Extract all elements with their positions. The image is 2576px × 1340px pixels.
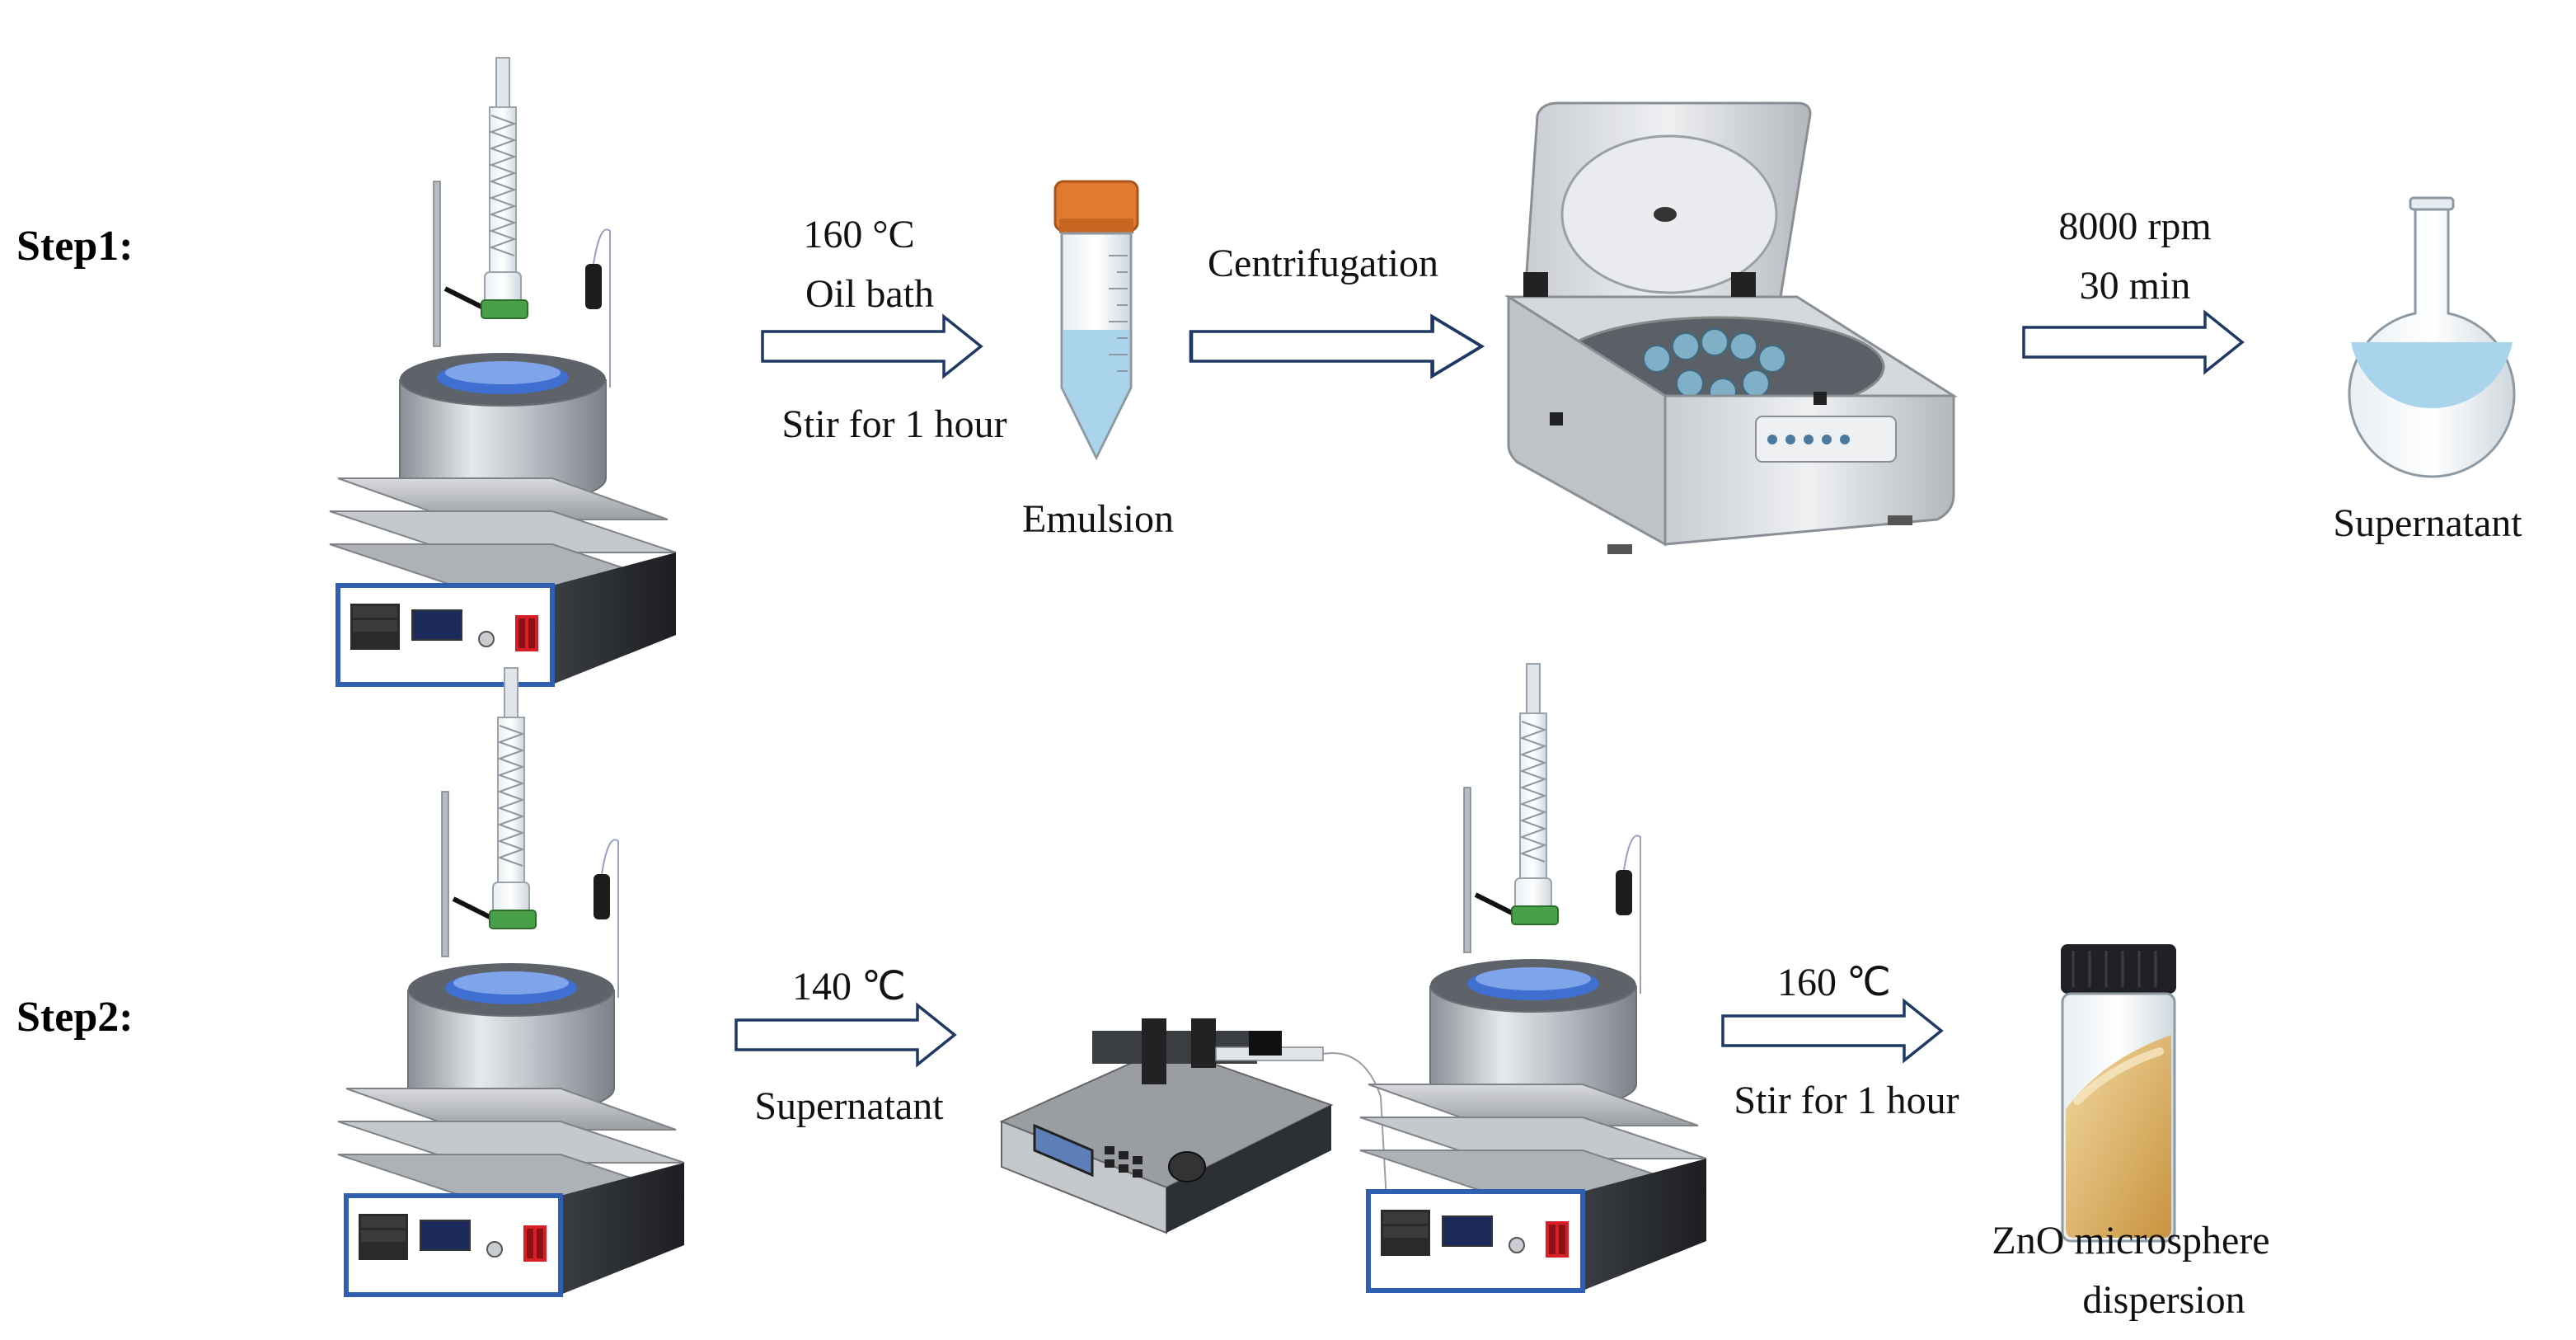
centrifuge-tube-icon xyxy=(1053,180,1139,461)
tube-label: Emulsion xyxy=(1022,497,1174,541)
heating-mantle-icon xyxy=(1360,664,1706,1291)
flask-icon xyxy=(2348,196,2516,478)
step2-label: Step2: xyxy=(16,994,134,1041)
heating-mantle-icon xyxy=(330,58,676,684)
arrow-oil-bath xyxy=(761,315,983,378)
flask-label: Supernatant xyxy=(2333,501,2522,545)
vial-label-line1: ZnO microsphere xyxy=(1992,1219,2269,1262)
syringe-pump-icon xyxy=(999,1018,1390,1246)
arrow-8000rpm xyxy=(2022,311,2244,374)
arrow-140c xyxy=(734,1004,956,1066)
arrow5-stir: Stir for 1 hour xyxy=(1734,1079,1959,1122)
vial-icon xyxy=(2061,944,2176,1243)
arrow4-temp: 140 ℃ xyxy=(792,965,906,1009)
arrow-160c-step2 xyxy=(1721,999,1943,1062)
heating-mantle-icon xyxy=(338,668,684,1295)
arrow1-condition: Oil bath xyxy=(805,272,934,316)
arrow1-temp: 160 °C xyxy=(803,213,914,256)
arrow3-time: 30 min xyxy=(2080,264,2191,308)
arrow4-label: Supernatant xyxy=(754,1084,944,1128)
arrow2-label: Centrifugation xyxy=(1208,242,1438,285)
centrifuge-icon xyxy=(1504,101,1959,554)
vial-label-line2: dispersion xyxy=(2082,1278,2245,1322)
arrow1-stir: Stir for 1 hour xyxy=(781,402,1006,446)
arrow3-speed: 8000 rpm xyxy=(2058,205,2211,248)
arrow-centrifugation xyxy=(1191,317,1481,376)
step1-label: Step1: xyxy=(16,223,134,270)
arrow5-temp: 160 ℃ xyxy=(1777,961,1891,1004)
